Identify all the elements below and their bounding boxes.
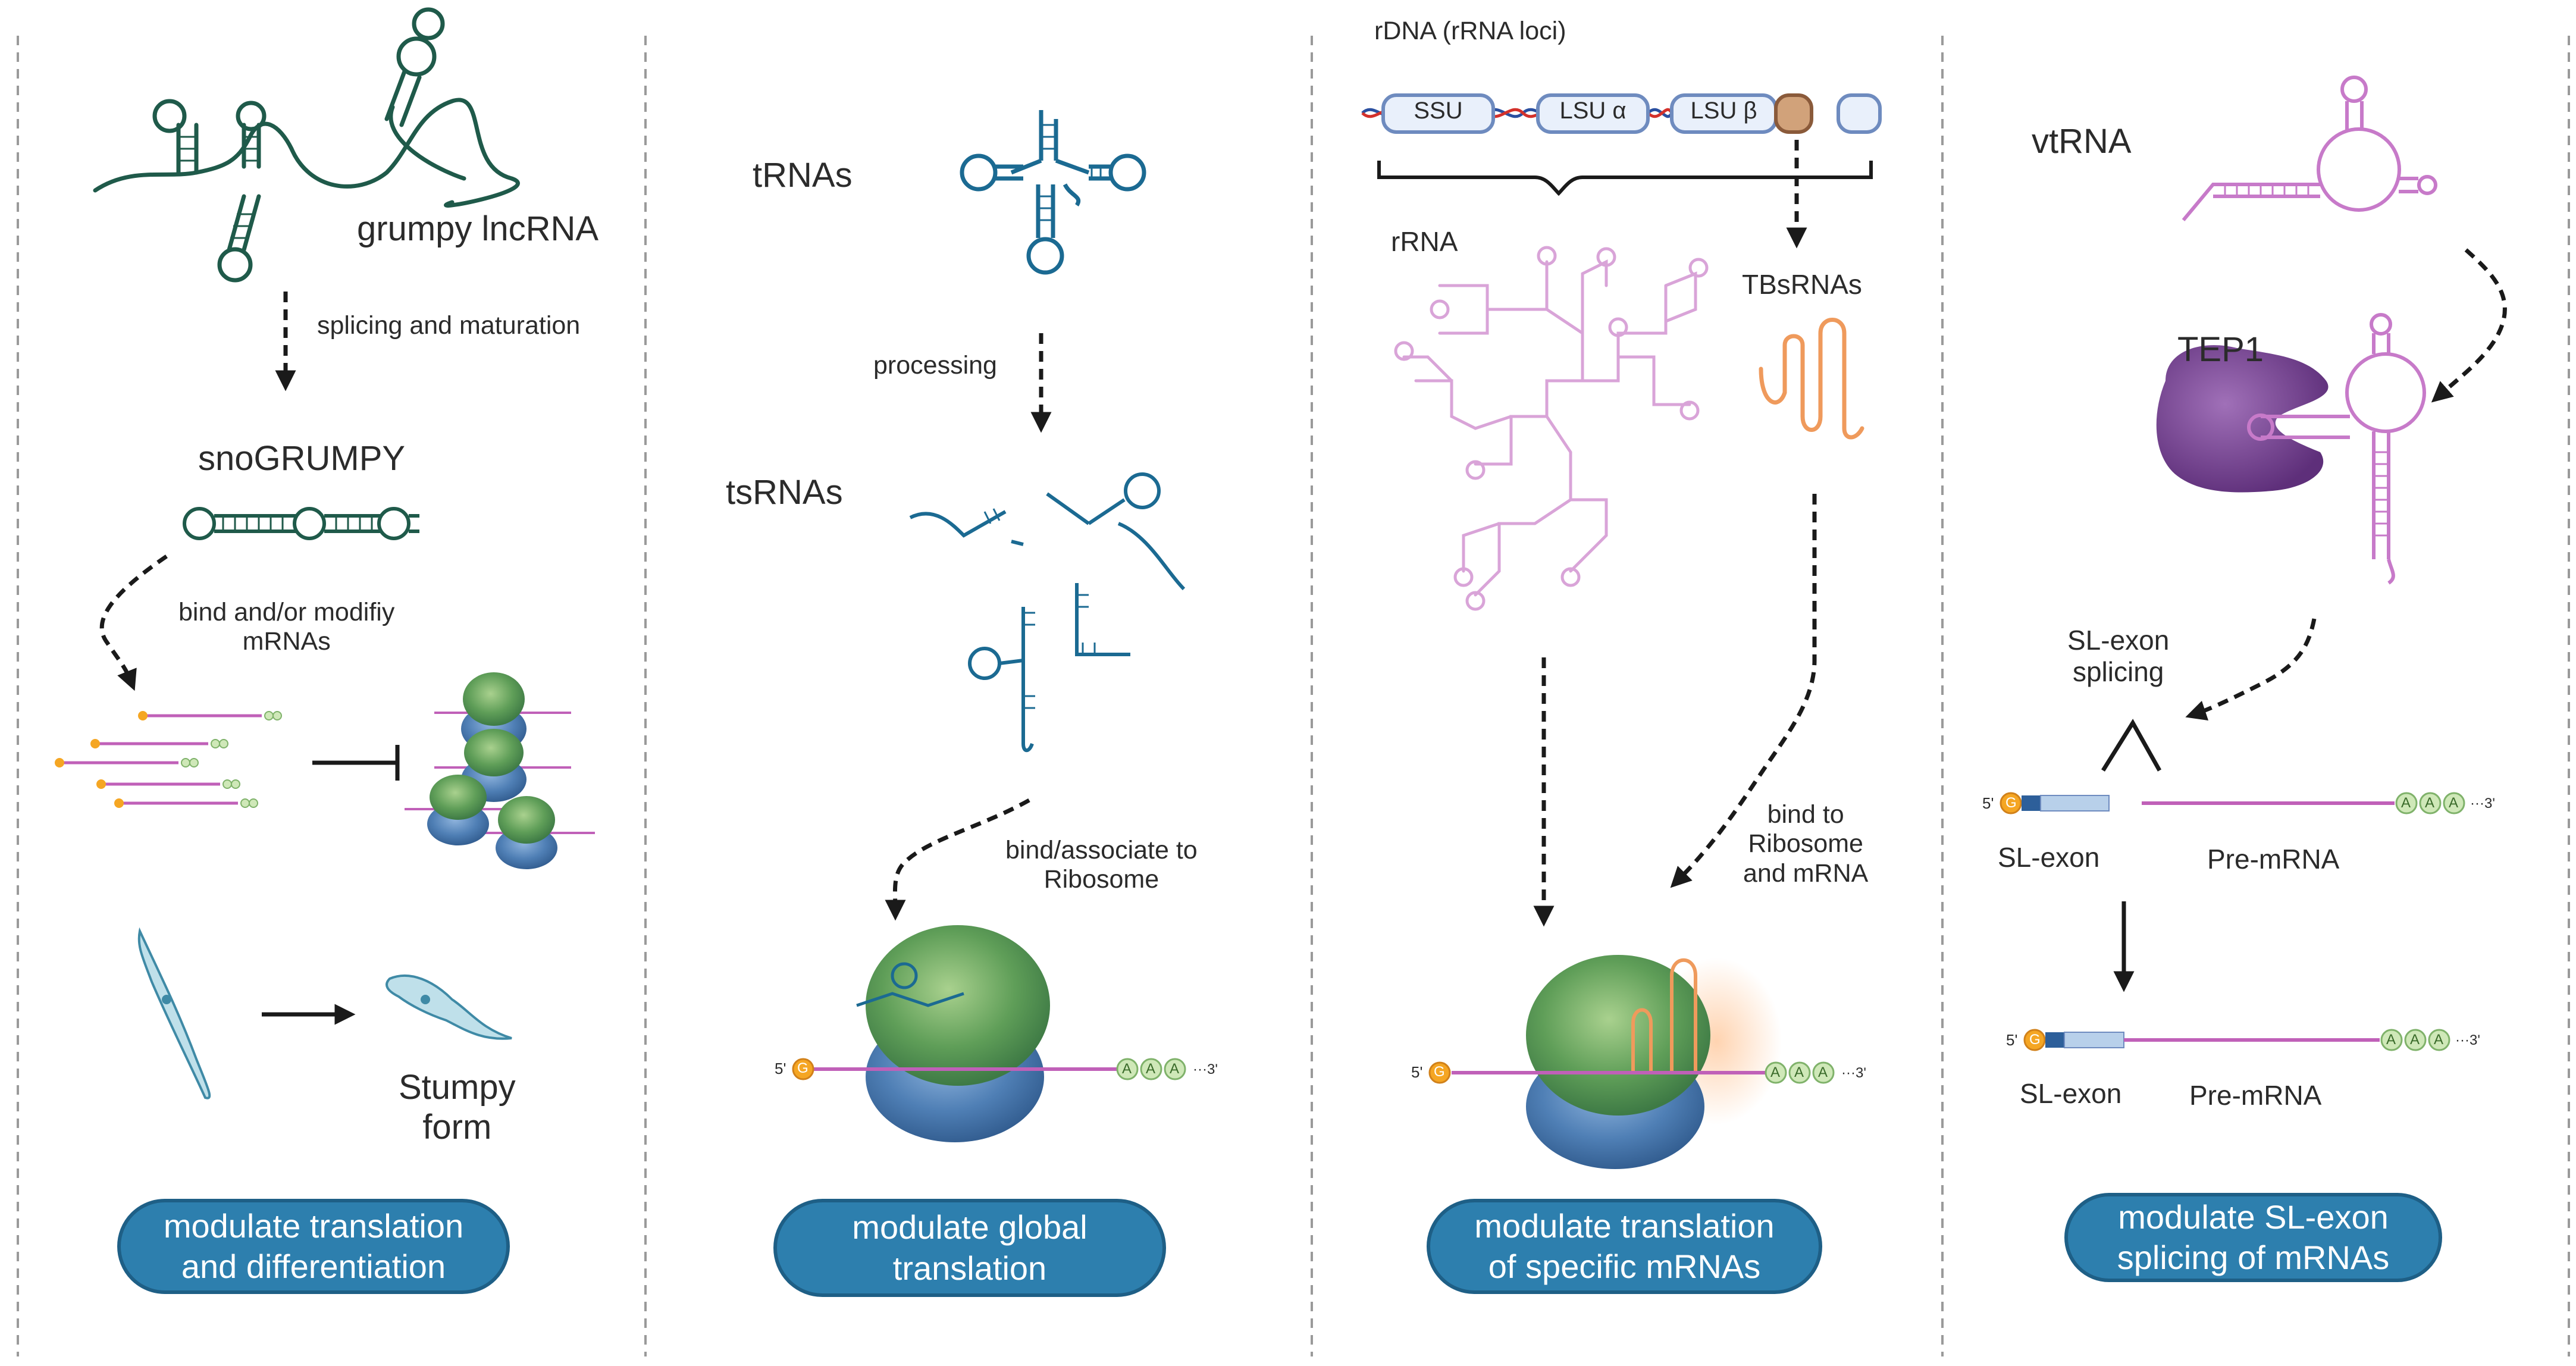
processing-label: processing bbox=[873, 351, 997, 380]
outcome-pill-3-text: modulate translation of specific mRNAs bbox=[1474, 1207, 1775, 1285]
polya-label-4a1: A bbox=[2401, 795, 2411, 811]
tsrnas-label: tsRNAs bbox=[726, 473, 843, 512]
polya-label-3a: A bbox=[1770, 1064, 1781, 1080]
snogrumpy-rungs bbox=[222, 516, 373, 531]
splice-caret bbox=[2101, 719, 2162, 772]
polya-label-2c: A bbox=[1170, 1061, 1180, 1077]
outcome-pill-1-text: modulate translation and differentiation bbox=[163, 1207, 464, 1285]
rrna-structure-icon bbox=[1394, 246, 1709, 611]
arrow-bind-mrna bbox=[99, 554, 168, 691]
five-prime-label-2: 5' bbox=[775, 1060, 786, 1077]
polya-label-4a2: A bbox=[2425, 795, 2435, 811]
trna-rungs bbox=[1038, 124, 1102, 221]
five-prime-label-4b: 5' bbox=[2006, 1031, 2018, 1049]
outcome-pill-3: modulate translation of specific mRNAs bbox=[1427, 1199, 1822, 1294]
gene-lsu-beta-label: LSU β bbox=[1690, 98, 1757, 124]
mrna-strand-2 bbox=[792, 1058, 1186, 1080]
arrow-bind-ribosome-2 bbox=[885, 798, 1030, 921]
stumpy-form-label: Stumpy form bbox=[399, 1068, 516, 1146]
premrna-label-2: Pre-mRNA bbox=[2189, 1080, 2322, 1111]
polya-label-4b2: A bbox=[2410, 1032, 2420, 1048]
ribosome-cluster-icon bbox=[405, 672, 595, 869]
gene-ssu-label: SSU bbox=[1414, 98, 1463, 124]
cap-label-4b: G bbox=[2029, 1032, 2041, 1048]
bind-modify-label: bind and/or modifiy mRNAs bbox=[178, 598, 395, 656]
trnas-label: tRNAs bbox=[753, 156, 853, 195]
slexon-mrna-2 bbox=[2023, 1029, 2450, 1051]
tbsrnas-label: TBsRNAs bbox=[1742, 269, 1862, 300]
bind-associate-label: bind/associate to Ribosome bbox=[1005, 836, 1198, 894]
tbsrna-on-ribosome-icon bbox=[1631, 958, 1697, 1071]
mrna-strand-3 bbox=[1428, 1061, 1835, 1084]
outcome-pill-1: modulate translation and differentiation bbox=[117, 1199, 510, 1294]
tsrna-rungs bbox=[983, 508, 1096, 709]
inhibition-icon bbox=[312, 745, 400, 781]
gene-extra bbox=[1837, 93, 1882, 134]
rrna-label: rRNA bbox=[1391, 226, 1458, 257]
gene-lsu-alpha-label: LSU α bbox=[1559, 98, 1627, 124]
outcome-pill-4: modulate SL-exon splicing of mRNAs bbox=[2064, 1193, 2442, 1282]
grumpy-lncrna-label: grumpy lncRNA bbox=[357, 209, 599, 248]
cap-label-3: G bbox=[1434, 1064, 1445, 1080]
vtrna-rungs bbox=[2224, 184, 2309, 196]
grumpy-lncrna-icon bbox=[93, 7, 520, 283]
tep1-icon bbox=[2156, 345, 2329, 493]
outcome-pill-2-text: modulate global translation bbox=[852, 1208, 1088, 1287]
tep1-label: TEP1 bbox=[2177, 330, 2264, 369]
panel-dividers bbox=[17, 36, 2570, 1356]
parasite-stumpy-icon bbox=[386, 974, 512, 1040]
polya-label-4b1: A bbox=[2386, 1032, 2396, 1048]
five-prime-label-3: 5' bbox=[1411, 1063, 1423, 1081]
tsrna-fragments-icon bbox=[909, 472, 1186, 753]
splicing-label: splicing and maturation bbox=[317, 311, 581, 340]
three-prime-label-3: ···3' bbox=[1841, 1065, 1866, 1081]
gene-tbsrna bbox=[1774, 93, 1813, 134]
bind-ribosome-mrna-label: bind to Ribosome and mRNA bbox=[1743, 800, 1869, 888]
mrna-cluster-polya bbox=[181, 711, 282, 808]
snogrumpy-icon bbox=[183, 507, 419, 540]
three-prime-label-4a: ···3' bbox=[2470, 795, 2495, 812]
outcome-pill-2: modulate global translation bbox=[773, 1199, 1166, 1297]
gene-lsu-alpha bbox=[1536, 93, 1650, 134]
mrna-cluster-icon bbox=[59, 714, 262, 805]
slexon-splicing-label: SL-exon splicing bbox=[2067, 625, 2170, 687]
polya-label-3c: A bbox=[1818, 1064, 1828, 1080]
polya-label-3b: A bbox=[1794, 1064, 1804, 1080]
grumpy-stem-rungs bbox=[178, 136, 259, 239]
snogrumpy-label: snoGRUMPY bbox=[198, 439, 406, 478]
ribosome-icon-2 bbox=[866, 925, 1050, 1142]
three-prime-label-4b: ···3' bbox=[2455, 1032, 2480, 1048]
cap-label-2: G bbox=[797, 1060, 808, 1076]
three-prime-label-2: ···3' bbox=[1193, 1061, 1218, 1077]
rdna-gene-boxes bbox=[1381, 93, 1882, 134]
vtrna-tep1-bound-icon bbox=[2247, 313, 2426, 585]
slexon-label-1: SL-exon bbox=[1998, 842, 2100, 873]
polya-label-4b3: A bbox=[2434, 1032, 2444, 1048]
arrow-tbsrna-to-ribosome bbox=[1670, 494, 1817, 888]
rdna-brace bbox=[1377, 161, 1873, 196]
mrna-cluster-caps bbox=[55, 711, 148, 808]
polya-label-2a: A bbox=[1122, 1061, 1132, 1077]
five-prime-label-4a: 5' bbox=[1982, 794, 1994, 812]
slexon-label-2: SL-exon bbox=[2020, 1078, 2122, 1109]
arrow-to-slexon-splicing bbox=[2185, 618, 2317, 721]
polya-label-2b: A bbox=[1146, 1061, 1156, 1077]
tbsrna-icon bbox=[1759, 318, 1864, 440]
vtrna-label: vtRNA bbox=[2032, 122, 2132, 161]
outcome-pill-4-text: modulate SL-exon splicing of mRNAs bbox=[2117, 1198, 2390, 1276]
trna-icon bbox=[960, 110, 1146, 275]
vtrna-icon bbox=[2182, 76, 2437, 221]
parasite-slender-icon bbox=[137, 927, 211, 1099]
gene-ssu bbox=[1381, 93, 1495, 134]
arrow-vtrna-to-tep1 bbox=[2431, 248, 2507, 403]
tsrna-on-ribosome-icon bbox=[856, 962, 964, 1007]
vtrna-stem-rungs bbox=[2374, 451, 2389, 537]
premrna-label-1: Pre-mRNA bbox=[2207, 844, 2340, 875]
polya-label-4a3: A bbox=[2449, 795, 2459, 811]
ribosome-icon-3 bbox=[1526, 955, 1782, 1169]
slexon-mrna-1 bbox=[2000, 792, 2465, 814]
cap-label-4a: G bbox=[2005, 795, 2017, 811]
rdna-label: rDNA (rRNA loci) bbox=[1374, 17, 1566, 45]
